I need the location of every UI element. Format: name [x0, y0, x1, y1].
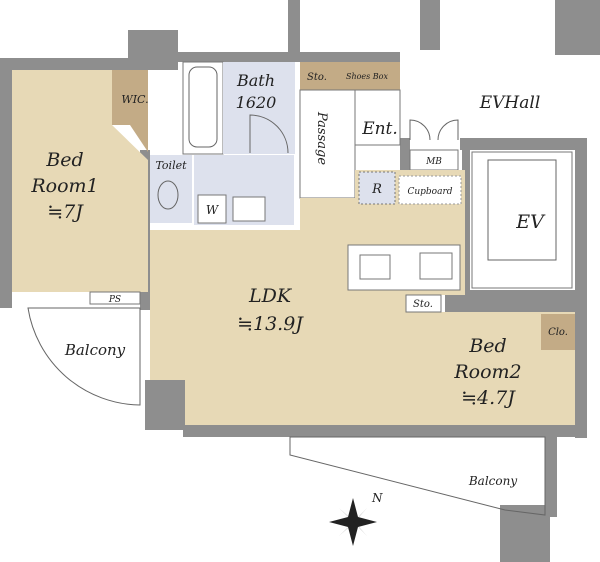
bath-door[interactable] [249, 114, 289, 154]
bed1-label-2: Room1 [30, 175, 98, 197]
bed1-size: ≒7J [47, 201, 84, 223]
sto-top-label: Sto. [307, 72, 327, 83]
passage-label: Passage [314, 111, 329, 165]
wic-label: WIC. [121, 93, 148, 106]
stove-icon [419, 252, 453, 280]
compass-icon [329, 498, 377, 546]
cupboard-label: Cupboard [407, 187, 452, 197]
ldk-size: ≒13.9J [237, 313, 304, 335]
entrance [354, 89, 401, 146]
fridge-space [358, 171, 396, 205]
mb-label: MB [425, 157, 442, 167]
passage [299, 89, 356, 199]
balcony-left-label: Balcony [64, 341, 126, 359]
ldk-label: LDK [248, 285, 293, 307]
shoes-box [335, 62, 400, 90]
closet [541, 314, 575, 350]
washer-label: W [206, 203, 220, 217]
walk-in-closet [112, 70, 148, 152]
north-label: N [371, 491, 383, 505]
bathtub-icon [188, 66, 218, 148]
closet-label: Clo. [548, 327, 568, 338]
bed2-label-2: Room2 [453, 361, 521, 383]
storage-top [300, 62, 335, 90]
kitchen-sink-icon [359, 254, 391, 280]
ev-label: EV [515, 211, 546, 233]
shoes-box-label: Shoes Box [346, 72, 389, 81]
fridge-label: R [371, 182, 382, 197]
toilet-icon [157, 180, 179, 210]
pipe-space [89, 291, 141, 305]
balcony-bottom [289, 436, 546, 516]
entrance-label: Ent. [361, 119, 398, 139]
bed-room-1 [12, 70, 148, 292]
entrance-door[interactable] [409, 119, 459, 141]
bathtub-area [182, 61, 224, 155]
balcony-bottom-label: Balcony [468, 474, 517, 488]
sto-mid-label: Sto. [413, 299, 433, 310]
ldk-room [150, 170, 465, 425]
bed2-size: ≒4.7J [461, 387, 516, 409]
ev-hall-label: EVHall [479, 93, 541, 113]
washer-space [197, 194, 227, 224]
balcony-left [27, 307, 141, 406]
toilet-room [150, 155, 192, 223]
cupboard [398, 175, 462, 205]
bath-label: Bath [236, 71, 275, 90]
bed2-label-1: Bed [468, 335, 506, 357]
elevator-car [487, 159, 557, 261]
elevator [471, 151, 573, 289]
storage-mid [405, 294, 442, 313]
bath-room [223, 62, 295, 154]
bed1-label-1: Bed [45, 149, 83, 171]
ps-label: PS [108, 295, 121, 305]
sink-icon [232, 196, 266, 222]
bath-size: 1620 [236, 93, 277, 112]
toilet-label: Toilet [155, 159, 187, 172]
